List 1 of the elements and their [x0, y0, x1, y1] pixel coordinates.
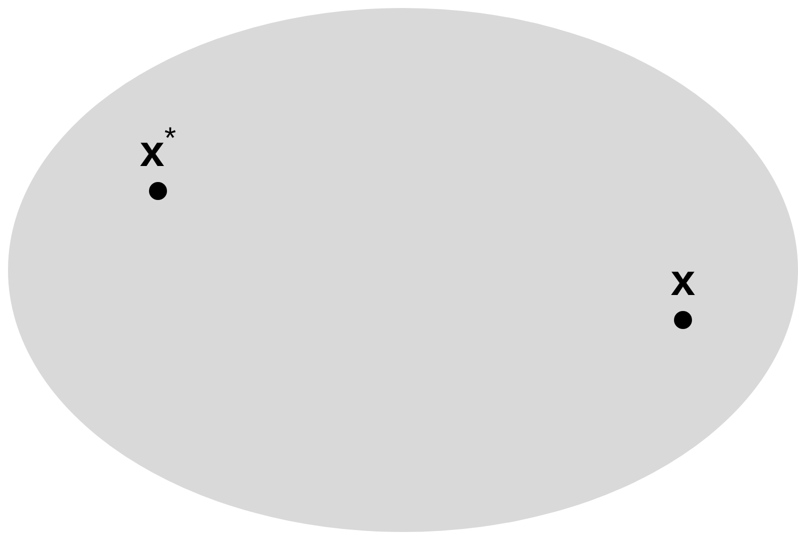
point-label: x: [670, 259, 696, 303]
